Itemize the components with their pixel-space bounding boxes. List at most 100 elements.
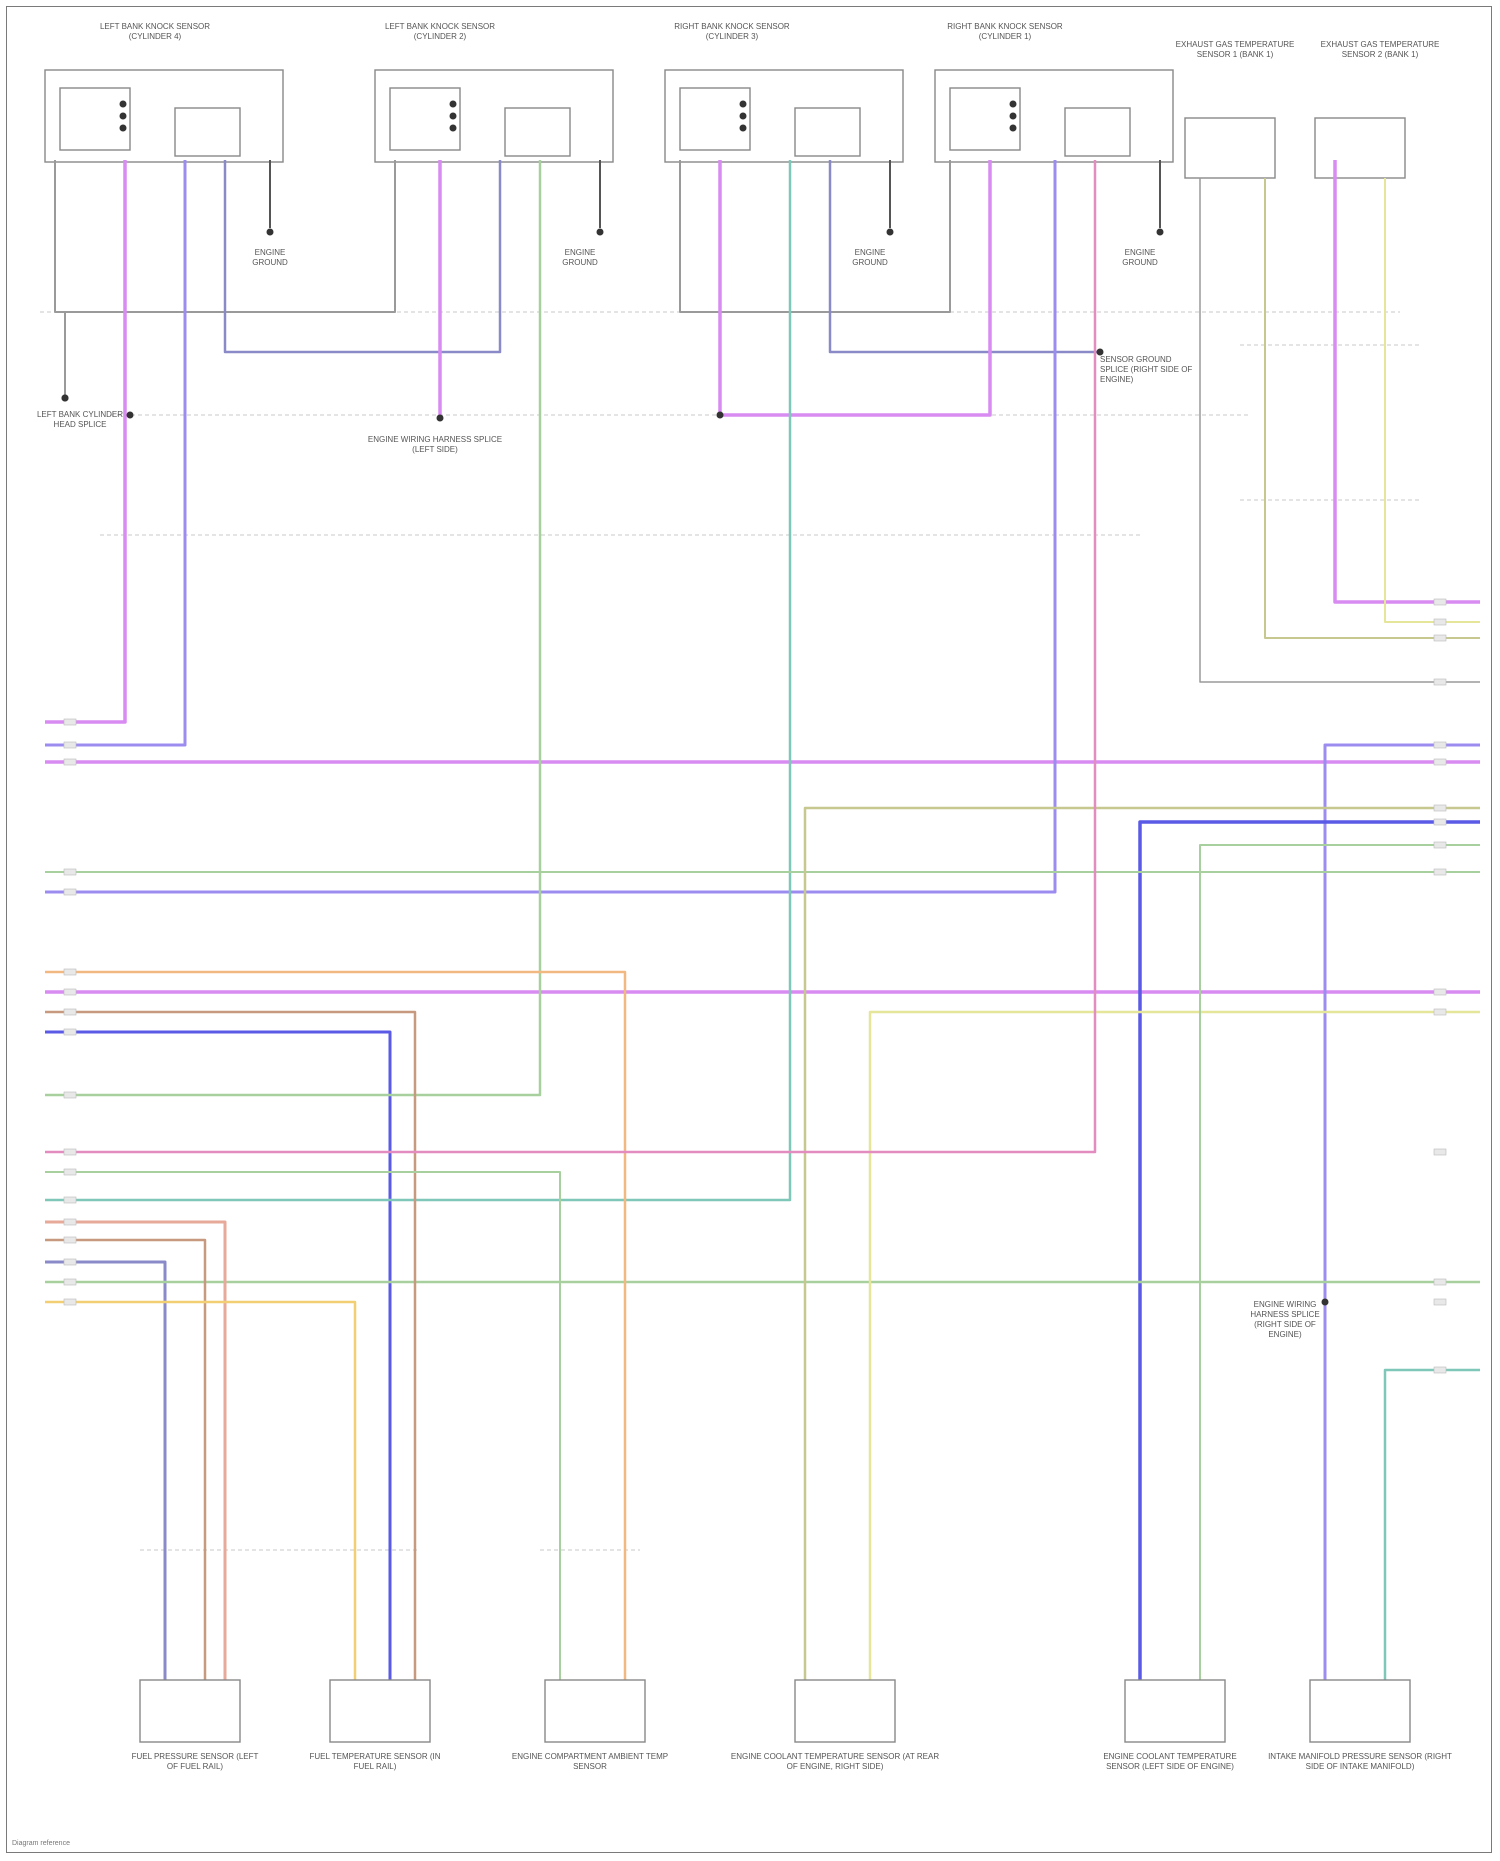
fuel-pressure-steel [45, 1262, 165, 1680]
ambient-temp-sensor-label: ENGINE COMPARTMENT AMBIENT TEMP SENSOR [500, 1752, 680, 1772]
bottom-sensor-box-5 [1125, 1680, 1225, 1742]
pin-dot [450, 101, 457, 108]
ground-label-3: ENGINE GROUND [845, 248, 895, 268]
ecm-pin-tag-right [1434, 869, 1446, 875]
olive-coolant [805, 808, 1480, 1680]
knock-sensor-box-4 [935, 70, 1173, 162]
knock-wire-violet [45, 160, 185, 745]
knock-wire-violet-2 [45, 160, 1055, 892]
pin-dot [1010, 125, 1017, 132]
ecm-pin-tag-right [1434, 1009, 1446, 1015]
ecm-pin-tag [64, 1149, 76, 1155]
ecm-pin-tag-right [1434, 989, 1446, 995]
ecm-pin-tag-right [1434, 805, 1446, 811]
pin-dot [120, 101, 127, 108]
ecm-pin-tag [64, 869, 76, 875]
ecm-pin-tag-right [1434, 842, 1446, 848]
left-bank-splice-label: LEFT BANK CYLINDER HEAD SPLICE [35, 410, 125, 430]
bottom-sensor-box-2 [330, 1680, 430, 1742]
ground-dot [267, 229, 274, 236]
pin-dot [1010, 113, 1017, 120]
green-coolant [1200, 845, 1480, 1680]
teal-signal [45, 160, 790, 1200]
ecm-pin-tag-right [1434, 619, 1446, 625]
exh-gray [1200, 178, 1480, 682]
ecm-pin-tag [64, 1029, 76, 1035]
ecm-pin-tag-right [1434, 1299, 1446, 1305]
splice-junction [62, 395, 69, 402]
ecm-pin-tag [64, 1237, 76, 1243]
green-signal [45, 160, 540, 1095]
ecm-pin-tag-right [1434, 1149, 1446, 1155]
ecm-pin-tag [64, 759, 76, 765]
ecm-pin-tag-right [1434, 635, 1446, 641]
pin-dot [120, 125, 127, 132]
exhaust-temp-sensor-2-label: EXHAUST GAS TEMPERATURE SENSOR 2 (BANK 1… [1310, 40, 1450, 60]
ground-dot [597, 229, 604, 236]
fuel-pressure-salmon [45, 1222, 225, 1680]
right-engine-splice-label: ENGINE WIRING HARNESS SPLICE (RIGHT SIDE… [1240, 1300, 1330, 1340]
pin-dot [450, 125, 457, 132]
ecm-pin-tag [64, 969, 76, 975]
pink-knock [45, 160, 1095, 1152]
ambient-green [45, 1172, 560, 1680]
ecm-pin-tag [64, 1259, 76, 1265]
fuel-temp-blue [45, 1032, 390, 1680]
intake-pressure-sensor-label: INTAKE MANIFOLD PRESSURE SENSOR (RIGHT S… [1265, 1752, 1455, 1772]
exhaust-temp-sensor-1-label: EXHAUST GAS TEMPERATURE SENSOR 1 (BANK 1… [1165, 40, 1305, 60]
ecm-pin-tag [64, 719, 76, 725]
ecm-pin-tag [64, 1197, 76, 1203]
knock-wire-cyl4 [45, 160, 125, 722]
pin-dot [740, 125, 747, 132]
ground-dot [1157, 229, 1164, 236]
pin-dot [740, 101, 747, 108]
yellow-coolant [870, 1012, 1480, 1680]
tan-signal [45, 1012, 415, 1680]
exh-olive [1265, 178, 1480, 638]
pin-dot [740, 113, 747, 120]
ecm-pin-tag [64, 889, 76, 895]
left-side-splice-label: ENGINE WIRING HARNESS SPLICE (LEFT SIDE) [365, 435, 505, 455]
fuel-temp-sensor-label: FUEL TEMPERATURE SENSOR (IN FUEL RAIL) [305, 1752, 445, 1772]
ecm-pin-tag-right [1434, 599, 1446, 605]
intake-teal [1385, 1370, 1480, 1680]
ecm-pin-tag [64, 1009, 76, 1015]
ecm-pin-tag [64, 1299, 76, 1305]
ecm-pin-tag-right [1434, 1367, 1446, 1373]
ecm-pin-tag-right [1434, 679, 1446, 685]
knock-sensor-connector-2 [505, 108, 570, 156]
ground-label-1: ENGINE GROUND [245, 248, 295, 268]
knock-sensor-cyl4-label: LEFT BANK KNOCK SENSOR (CYLINDER 4) [90, 22, 220, 42]
knock-sensor-cyl1-label: RIGHT BANK KNOCK SENSOR (CYLINDER 1) [940, 22, 1070, 42]
knock-sensor-cyl3-label: RIGHT BANK KNOCK SENSOR (CYLINDER 3) [667, 22, 797, 42]
ambient-orange [45, 972, 625, 1680]
bottom-sensor-box-6 [1310, 1680, 1410, 1742]
ecm-pin-tag-right [1434, 742, 1446, 748]
exhaust-sensor-box-2 [1315, 118, 1405, 178]
knock-sensor-inner-4 [950, 88, 1020, 150]
splice-junction [437, 415, 444, 422]
coolant-temp-sensor-right-label: ENGINE COOLANT TEMPERATURE SENSOR (AT RE… [725, 1752, 945, 1772]
ecm-pin-tag-right [1434, 819, 1446, 825]
bottom-sensor-box-4 [795, 1680, 895, 1742]
knock-sensor-box-2 [375, 70, 613, 162]
fuel-pressure-sensor-label: FUEL PRESSURE SENSOR (LEFT OF FUEL RAIL) [125, 1752, 265, 1772]
pin-dot [450, 113, 457, 120]
ground-label-2: ENGINE GROUND [555, 248, 605, 268]
bottom-sensor-box-3 [545, 1680, 645, 1742]
knock-sensor-inner-3 [680, 88, 750, 150]
splice-junction [717, 412, 724, 419]
ecm-pin-tag-right [1434, 1279, 1446, 1285]
knock-sensor-connector-3 [795, 108, 860, 156]
knock-sensor-inner-2 [390, 88, 460, 150]
fuel-temp-gold [45, 1302, 355, 1680]
fuel-pressure-tan [45, 1240, 205, 1680]
ground-label-4: ENGINE GROUND [1115, 248, 1165, 268]
splice-junction [127, 412, 134, 419]
knock-sensor-connector-4 [1065, 108, 1130, 156]
footer-reference: Diagram reference [12, 1840, 70, 1847]
ecm-pin-tag [64, 1219, 76, 1225]
ecm-pin-tag [64, 742, 76, 748]
